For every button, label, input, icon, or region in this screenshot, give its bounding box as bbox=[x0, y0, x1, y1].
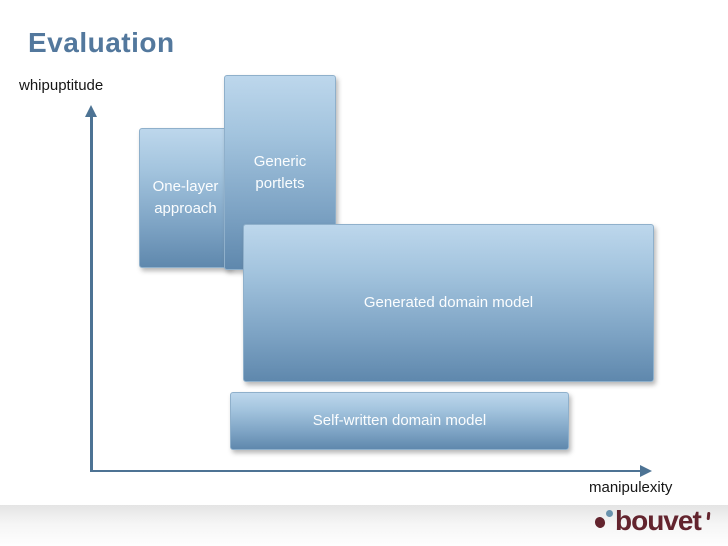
box-one-layer-approach-label: One-layer approach bbox=[152, 178, 219, 217]
box-generic-portlets-label: Generic portlets bbox=[253, 152, 307, 192]
y-axis-arrowhead-icon bbox=[85, 105, 97, 117]
x-axis-line bbox=[90, 469, 641, 472]
box-self-written-domain-model-label: Self-written domain model bbox=[312, 412, 487, 430]
logo-large-dot-icon bbox=[593, 515, 607, 530]
y-axis-line bbox=[90, 116, 93, 471]
y-axis-label: whipuptitude bbox=[19, 77, 104, 94]
bouvet-logo: bouvet bbox=[588, 505, 728, 546]
box-generated-domain-model: Generated domain model bbox=[243, 224, 654, 382]
page-title: Evaluation bbox=[28, 27, 175, 58]
logo-small-dot-icon bbox=[606, 510, 613, 517]
logo-wordmark: bouvet bbox=[615, 505, 702, 536]
x-axis-label: manipulexity bbox=[589, 479, 673, 496]
logo-tick-icon bbox=[706, 511, 711, 521]
box-self-written-domain-model: Self-written domain model bbox=[230, 392, 569, 450]
x-axis-arrowhead-icon bbox=[640, 465, 652, 477]
box-one-layer-approach: One-layer approach bbox=[139, 128, 232, 268]
box-generated-domain-model-label: Generated domain model bbox=[363, 294, 534, 312]
